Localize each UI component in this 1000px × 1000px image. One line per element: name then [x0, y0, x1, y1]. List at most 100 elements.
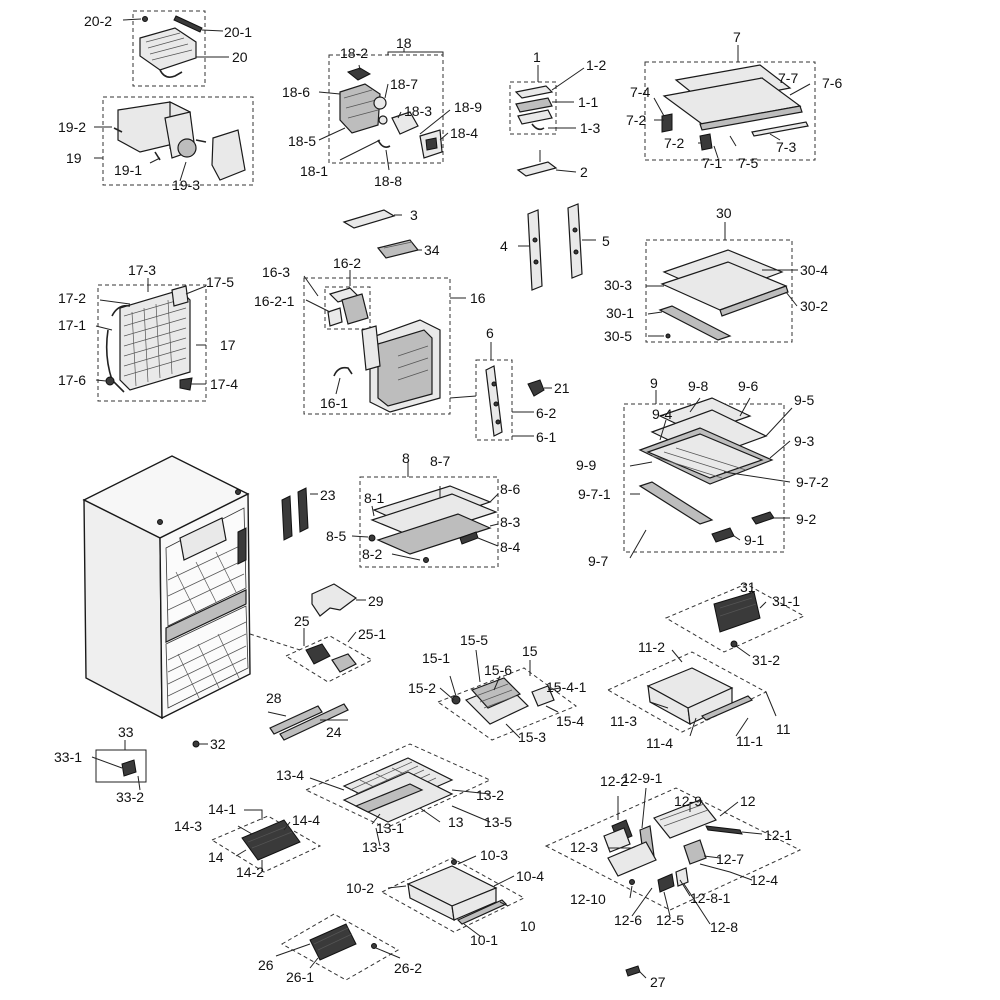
label-13-2: 13-2: [476, 787, 504, 803]
label-11-3: 11-3: [610, 713, 637, 729]
label-9-7-1: 9-7-1: [578, 486, 611, 502]
part-group-18: [318, 48, 451, 171]
label-23: 23: [320, 487, 336, 503]
label-16-2: 16-2: [333, 255, 361, 271]
label-12-8: 12-8: [710, 919, 738, 935]
label-7-6: 7-6: [822, 75, 842, 91]
part-group-3-34-4-5: [342, 203, 596, 291]
label-26: 26: [258, 957, 274, 973]
label-12-3: 12-3: [570, 839, 598, 855]
label-8-5: 8-5: [326, 528, 346, 544]
label-9-3: 9-3: [794, 433, 814, 449]
label-31-1: 31-1: [772, 593, 800, 609]
label-34: 34: [424, 242, 440, 258]
label-1: 1: [533, 49, 541, 65]
label-21: 21: [554, 380, 570, 396]
label-8-6: 8-6: [500, 481, 520, 497]
label-18: 18: [396, 35, 412, 51]
label-30-3: 30-3: [604, 277, 632, 293]
label-13-4: 13-4: [276, 767, 304, 783]
label-19-1: 19-1: [114, 162, 142, 178]
label-10-3: 10-3: [480, 847, 508, 863]
label-9-4: 9-4: [652, 406, 672, 422]
label-30-1: 30-1: [606, 305, 634, 321]
label-1-3: 1-3: [580, 120, 600, 136]
label-30-4: 30-4: [800, 262, 828, 278]
label-9: 9: [650, 375, 658, 391]
label-24: 24: [326, 724, 342, 740]
label-18-4: 18-4: [450, 125, 478, 141]
part-group-17: [95, 278, 207, 402]
label-11-1: 11-1: [736, 733, 763, 749]
label-12: 12: [740, 793, 756, 809]
label-8-2: 8-2: [362, 546, 382, 562]
label-11-4: 11-4: [646, 735, 673, 751]
label-15-3: 15-3: [518, 729, 546, 745]
label-18-9: 18-9: [454, 99, 482, 115]
label-12-10: 12-10: [570, 891, 606, 907]
label-1-1: 1-1: [578, 94, 598, 110]
label-12-6: 12-6: [614, 912, 642, 928]
label-25-1: 25-1: [358, 626, 386, 642]
label-1-2: 1-2: [586, 57, 606, 73]
label-33-2: 33-2: [116, 789, 144, 805]
part-group-10: [380, 855, 526, 937]
label-27: 27: [650, 974, 666, 990]
part-group-23-29-25: [281, 487, 374, 683]
label-20-1: 20-1: [224, 24, 252, 40]
label-7-2-b: 7-2: [664, 135, 684, 151]
label-17-3: 17-3: [128, 262, 156, 278]
label-19-3: 19-3: [172, 177, 200, 193]
part-group-6: [475, 342, 552, 441]
label-18-1: 18-1: [300, 163, 328, 179]
label-10-4: 10-4: [516, 868, 544, 884]
label-2: 2: [580, 164, 588, 180]
label-30-2: 30-2: [800, 298, 828, 314]
label-12-5: 12-5: [656, 912, 684, 928]
label-30-5: 30-5: [604, 328, 632, 344]
label-6-2: 6-2: [536, 405, 556, 421]
label-33: 33: [118, 724, 134, 740]
part-group-11: [606, 649, 777, 737]
label-12-8-1: 12-8-1: [690, 890, 731, 906]
label-12-2: 12-2: [600, 773, 628, 789]
label-4: 4: [500, 238, 508, 254]
label-9-2: 9-2: [796, 511, 816, 527]
label-13-1: 13-1: [376, 820, 404, 836]
label-9-9: 9-9: [576, 457, 596, 473]
label-12-4: 12-4: [750, 872, 778, 888]
label-5: 5: [602, 233, 610, 249]
label-14-4: 14-4: [292, 812, 320, 828]
label-8-7: 8-7: [430, 453, 450, 469]
label-28: 28: [266, 690, 282, 706]
label-6-1: 6-1: [536, 429, 556, 445]
label-29: 29: [368, 593, 384, 609]
label-13-3: 13-3: [362, 839, 390, 855]
label-14-2: 14-2: [236, 864, 264, 880]
label-20-2: 20-2: [84, 13, 112, 29]
label-9-5: 9-5: [794, 392, 814, 408]
label-18-3: 18-3: [404, 103, 432, 119]
label-10-2: 10-2: [346, 880, 374, 896]
label-13-5: 13-5: [484, 814, 512, 830]
label-26-2: 26-2: [394, 960, 422, 976]
label-14: 14: [208, 849, 224, 865]
label-7-5: 7-5: [738, 155, 758, 171]
part-group-1: [509, 65, 585, 177]
part-group-30: [645, 222, 798, 343]
part-group-31: [664, 583, 806, 657]
label-12-7: 12-7: [716, 851, 744, 867]
label-10: 10: [520, 918, 536, 934]
label-15-2: 15-2: [408, 680, 436, 696]
label-9-7: 9-7: [588, 553, 608, 569]
label-8: 8: [402, 450, 410, 466]
part-group-13: [304, 743, 492, 847]
label-7-3: 7-3: [776, 139, 796, 155]
label-31-2: 31-2: [752, 652, 780, 668]
label-16: 16: [470, 290, 486, 306]
label-15-4-1: 15-4-1: [546, 679, 587, 695]
label-7-1: 7-1: [702, 155, 722, 171]
part-group-8: [351, 462, 499, 568]
label-7-2-a: 7-2: [626, 112, 646, 128]
part-group-14: [210, 809, 322, 873]
